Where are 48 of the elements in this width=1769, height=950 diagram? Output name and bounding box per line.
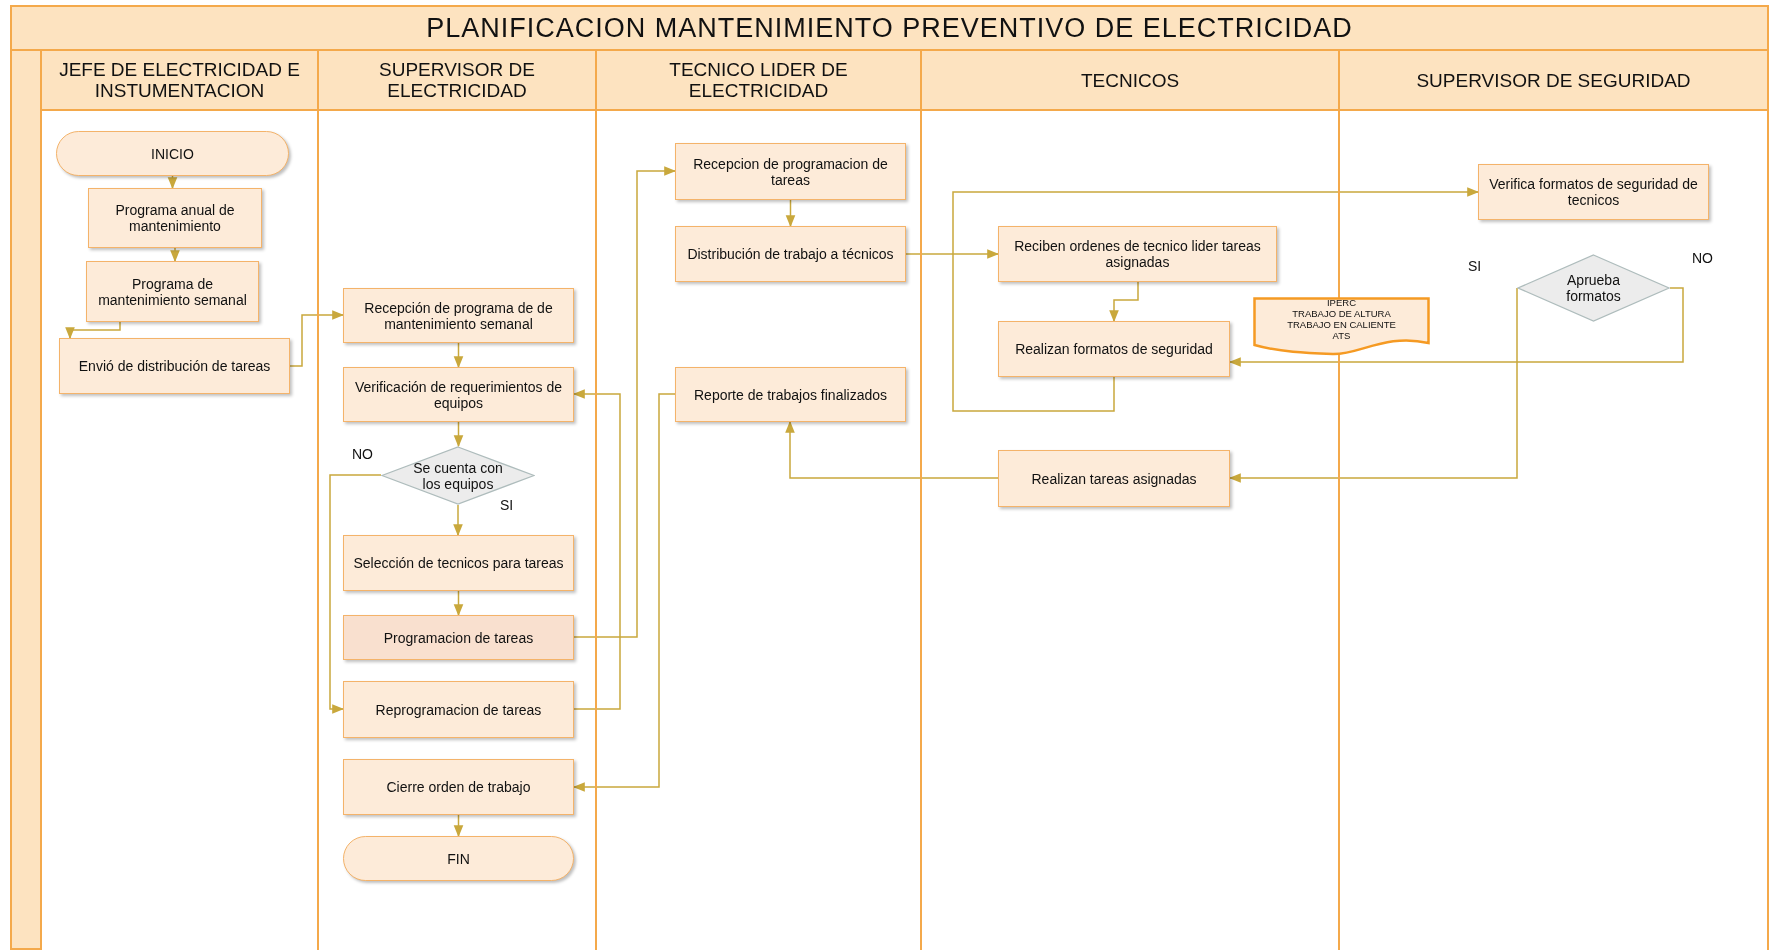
process-box: Cierre orden de trabajo (343, 759, 574, 815)
process-box: Recepcion de programacion de tareas (675, 143, 906, 200)
document-shape: IPERC TRABAJO DE ALTURA TRABAJO EN CALIENTE ATS (1253, 297, 1430, 357)
connector-arrow (289, 310, 345, 367)
connector-arrow (167, 175, 178, 190)
process-box: Distribución de trabajo a técnicos (675, 226, 906, 282)
lane-header: TECNICO LIDER DE ELECTRICIDAD (597, 51, 920, 111)
connector-arrow (1228, 287, 1518, 483)
connector-arrow (170, 247, 180, 263)
connector-arrow (905, 249, 1000, 259)
process-box: Envió de distribución de tareas (59, 338, 290, 394)
process-box: Reciben ordenes de tecnico lider tareas asignadas (998, 226, 1277, 282)
connector-arrow (785, 199, 796, 228)
process-box: Realizan tareas asignadas (998, 450, 1230, 507)
edge-label: NO (1690, 250, 1715, 266)
process-box: Reporte de trabajos finalizados (675, 367, 906, 422)
connector-arrow (453, 504, 463, 537)
connector-arrow (65, 321, 121, 340)
connector-arrow (1228, 287, 1684, 367)
process-box: Selección de tecnicos para tareas (343, 535, 574, 591)
decision-diamond: Aprueba formatos (1517, 254, 1670, 322)
terminator-box: INICIO (56, 131, 289, 176)
connector-arrow (572, 393, 676, 792)
connector-arrow (453, 814, 464, 838)
lane-header: SUPERVISOR DE SEGURIDAD (1340, 51, 1767, 111)
diagram-title: PLANIFICACION MANTENIMIENTO PREVENTIVO DE ELECTRICIDAD (10, 5, 1769, 51)
process-box: Programa de mantenimiento semanal (86, 261, 259, 322)
process-box: Verifica formatos de seguridad de tecnicos (1478, 164, 1709, 220)
lane-header: TECNICOS (922, 51, 1338, 111)
connector-arrow (785, 420, 999, 479)
process-box: Programacion de tareas (343, 615, 574, 660)
process-box: Verificación de requerimientos de equipos (343, 367, 574, 422)
lane-header: JEFE DE ELECTRICIDAD E INSTUMENTACION (42, 51, 317, 111)
process-box: Recepción de programa de de mantenimiento semanal (343, 288, 574, 343)
connector-arrow (453, 421, 464, 448)
connector-arrow (572, 389, 621, 710)
process-box: Programa anual de mantenimiento (88, 188, 262, 248)
connector-arrow (453, 590, 464, 617)
connector-arrow (952, 187, 1480, 412)
connector-arrow (573, 166, 677, 638)
terminator-box: FIN (343, 836, 574, 881)
connector-arrow (453, 342, 464, 369)
edge-label: NO (350, 446, 375, 462)
process-box: Realizan formatos de seguridad (998, 321, 1230, 377)
connector-arrow (1109, 281, 1139, 323)
process-box: Reprogramacion de tareas (343, 681, 574, 738)
connector-arrow (329, 474, 382, 714)
lane-header: SUPERVISOR DE ELECTRICIDAD (319, 51, 595, 111)
